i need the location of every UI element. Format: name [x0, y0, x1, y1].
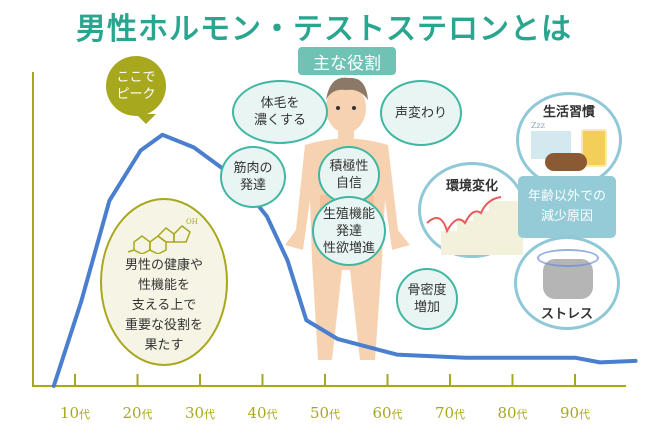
x-tick-label: 90代: [559, 404, 591, 422]
x-tick-label: 30代: [184, 404, 216, 422]
x-tick-label: 70代: [434, 404, 466, 422]
stress-circle: ストレス: [514, 236, 620, 330]
other-decline-causes-label: 年齢以外での 減少原因: [518, 176, 616, 238]
fried-food-icon: [545, 153, 587, 171]
x-tick-label: 10代: [59, 404, 91, 422]
role-bubble-confidence: 積極性 自信: [318, 146, 380, 204]
role-bubble-muscle: 筋肉の 発達: [220, 146, 286, 208]
page-title: 男性ホルモン・テストステロンとは: [76, 12, 572, 47]
x-tick-label: 40代: [247, 404, 278, 422]
testosterone-molecule-icon: OH: [127, 218, 198, 254]
stress-label: ストレス: [540, 307, 593, 322]
peak-pointer: [136, 114, 156, 124]
hormone-role-oval: OH 男性の健康や 性機能を 支える上で 重要な役割を 果たす: [100, 198, 228, 366]
role-bubble-voice: 声変わり: [380, 80, 462, 146]
role-bubble-reproductive: 生殖機能 発達 性欲増進: [312, 196, 386, 266]
x-tick-label: 50代: [309, 404, 341, 422]
x-tick-label: 60代: [372, 404, 403, 422]
peak-callout: ここで ピーク: [106, 56, 166, 116]
role-bubble-body-hair: 体毛を 濃くする: [232, 80, 328, 144]
x-tick-label: 80代: [497, 404, 528, 422]
x-tick-label: 20代: [122, 404, 153, 422]
hormone-role-text: 男性の健康や 性機能を 支える上で 重要な役割を 果たす: [124, 258, 203, 353]
environment-circle: 環境変化: [418, 162, 526, 258]
molecule-oh-label: OH: [186, 218, 198, 226]
stress-cloud-icon: [537, 249, 599, 267]
role-bubble-bone-density: 骨密度 増加: [396, 268, 458, 330]
lifestyle-label: 生活習慣: [542, 105, 595, 120]
testosterone-curve: [51, 132, 638, 388]
environment-label: 環境変化: [445, 179, 498, 194]
lifestyle-circle: 生活習慣 Zzz: [516, 92, 622, 188]
sleep-zzz-icon: Zzz: [531, 121, 545, 130]
rising-stairs-icon: [426, 196, 523, 255]
roles-header: 主な役割: [298, 47, 396, 75]
